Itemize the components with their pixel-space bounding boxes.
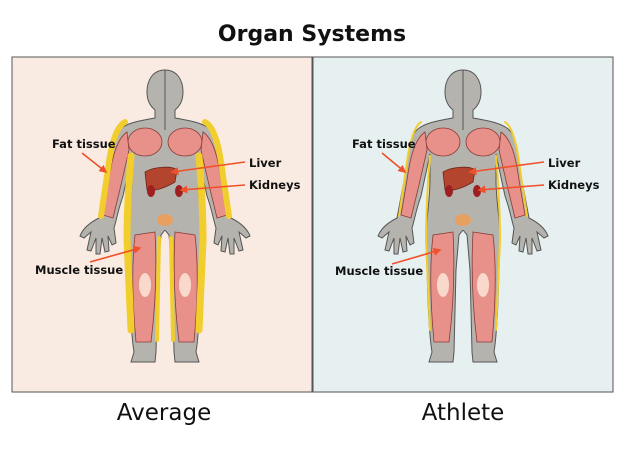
liver-label: Liver [548,156,581,170]
average-panel: Fat tissue Liver Kidneys Muscle tissue A… [11,56,313,426]
diagram-title: Organ Systems [218,22,406,47]
liver-label: Liver [249,156,282,170]
muscle-tissue-label: Muscle tissue [335,264,423,278]
fat-tissue-label: Fat tissue [52,137,116,151]
fat-layer [398,121,528,331]
muscle-tissue-label: Muscle tissue [35,263,123,277]
fat-layer [98,119,232,342]
athlete-body-figure [378,70,548,362]
kidneys-label: Kidneys [548,178,600,192]
average-caption: Average [117,400,211,426]
average-body-figure [80,70,250,362]
kidneys-label: Kidneys [249,178,301,192]
fat-tissue-label: Fat tissue [352,137,416,151]
athlete-panel: Fat tissue Liver Kidneys Muscle tissue A… [312,56,614,426]
athlete-caption: Athlete [422,400,505,426]
